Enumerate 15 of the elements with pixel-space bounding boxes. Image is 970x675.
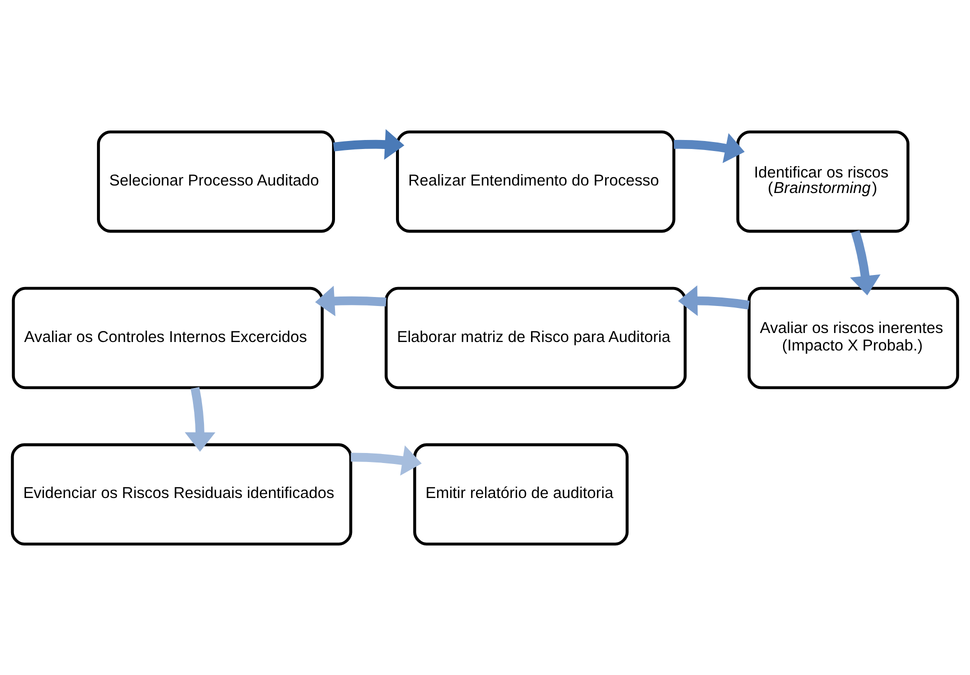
arrow: [850, 230, 880, 295]
node-box: Evidenciar os Riscos Residuais identificados: [10, 442, 352, 546]
node-box: Avaliar os Controles Internos Excercidos: [12, 286, 324, 389]
arrow: [184, 386, 216, 452]
arrow: [678, 284, 750, 316]
node-box: Avaliar os riscos inerentes (Impacto X Probab.): [748, 286, 960, 389]
arrow: [333, 128, 404, 160]
node-box: Selecionar Processo Auditado: [96, 130, 335, 232]
arrow: [315, 285, 386, 316]
arrow: [350, 444, 422, 476]
node-box: Realizar Entendimento do Processo: [396, 130, 676, 232]
node-box: Emitir relatório de auditoria: [413, 442, 629, 546]
node-box: Elaborar matriz de Risco para Auditoria: [384, 286, 687, 389]
node-box: Identificar os riscos (Brainstorming): [736, 130, 910, 232]
arrow: [674, 132, 745, 163]
